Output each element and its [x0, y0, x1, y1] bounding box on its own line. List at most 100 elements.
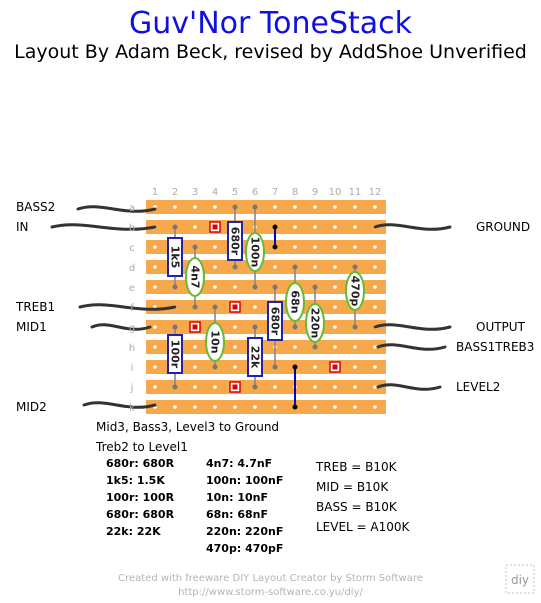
resistor-680r-b-body [267, 301, 283, 341]
capacitor-4n7-body [185, 257, 205, 297]
hole [333, 405, 337, 409]
jumper-wires [272, 224, 298, 410]
hole [213, 265, 217, 269]
strip-i [146, 360, 386, 374]
bom-item: 680r: 680R [106, 508, 175, 521]
row-label: k [129, 403, 135, 414]
hole [333, 225, 337, 229]
resistor-22k: 22k [247, 337, 263, 377]
hole [353, 405, 357, 409]
jumper-g-b-c-end [272, 224, 278, 230]
column-label: 10 [329, 187, 342, 198]
note-grounds: Mid3, Bass3, Level3 to Ground [96, 420, 280, 434]
wire-bass1treb3 [376, 343, 447, 351]
hole [313, 265, 317, 269]
column-label: 3 [192, 187, 198, 198]
column-label: 8 [292, 187, 298, 198]
hole [193, 365, 197, 369]
hole [293, 245, 297, 249]
lead-68n-pad [292, 264, 298, 270]
hole [153, 325, 157, 329]
capacitor-100n: 100n [245, 232, 265, 272]
resistor-22k-body [247, 337, 263, 377]
hole [153, 245, 157, 249]
capacitor-68n: 68n [285, 282, 305, 322]
strip-j [146, 380, 386, 394]
lead-680r-b-pad [272, 364, 278, 370]
label-in: IN [16, 220, 29, 234]
off-board-wires [50, 205, 452, 409]
pot-item: TREB = B10K [316, 460, 397, 474]
bom-item: 68n: 68nF [206, 508, 269, 521]
bom-item: 100r: 100R [106, 491, 175, 504]
capacitor-220n-body [305, 303, 325, 343]
capacitor-68n-label: 68n [289, 290, 302, 313]
hole [153, 365, 157, 369]
hole [233, 285, 237, 289]
page-title: Guv'Nor ToneStack [128, 6, 413, 41]
column-label: 12 [369, 187, 382, 198]
label-mid1: MID1 [16, 320, 47, 334]
column-label: 2 [172, 187, 178, 198]
label-mid2: MID2 [16, 400, 47, 414]
cut-e5j-dot [232, 384, 238, 390]
lead-4n7-pad [192, 304, 198, 310]
wire-output [373, 323, 452, 331]
lead-68n-pad [292, 324, 298, 330]
resistor-22k-label: 22k [249, 346, 262, 369]
bom-item: 470p: 470pF [206, 542, 284, 555]
row-label: b [129, 223, 135, 234]
lead-10n-pad [212, 304, 218, 310]
resistor-100r-body [167, 334, 183, 374]
label-bass2: BASS2 [16, 200, 56, 214]
column-label: 1 [152, 187, 158, 198]
strip-d [146, 260, 386, 274]
hole [273, 405, 277, 409]
bom-item: 10n: 10nF [206, 491, 269, 504]
hole [353, 345, 357, 349]
wire-in [50, 223, 157, 231]
capacitor-100n-body [245, 232, 265, 272]
hole [293, 205, 297, 209]
cut-c3g-dot [192, 324, 198, 330]
hole [153, 265, 157, 269]
jumper-g-b-c-end [272, 244, 278, 250]
lead-220n-pad [312, 284, 318, 290]
column-label: 9 [312, 187, 318, 198]
capacitor-10n-label: 10n [209, 330, 222, 353]
bom-item: 22k: 22K [106, 525, 161, 538]
hole [173, 205, 177, 209]
label-ground: GROUND [476, 220, 531, 234]
resistor-680r-a-label: 680r [229, 227, 242, 256]
hole [333, 265, 337, 269]
capacitor-470p: 470p [345, 271, 365, 311]
lead-10n-pad [212, 364, 218, 370]
label-bass1treb3: BASS1TREB3 [456, 340, 535, 354]
resistor-100r: 100r [167, 334, 183, 374]
hole [313, 245, 317, 249]
hole [213, 205, 217, 209]
footer-url: http://www.storm-software.co.yu/diy/ [178, 587, 363, 598]
hole [233, 345, 237, 349]
hole [293, 225, 297, 229]
hole [153, 285, 157, 289]
bom-item: 680r: 680R [106, 457, 175, 470]
hole [333, 325, 337, 329]
hole [353, 385, 357, 389]
capacitor-10n-body [205, 322, 225, 362]
hole [213, 245, 217, 249]
hole [253, 305, 257, 309]
hole [333, 385, 337, 389]
diy-logo: diy [505, 564, 535, 594]
svg-text:diy: diy [511, 573, 529, 587]
hole [333, 285, 337, 289]
resistor-1k5: 1k5 [167, 237, 183, 277]
label-output: OUTPUT [476, 320, 525, 334]
wire-mid2 [82, 401, 157, 409]
resistor-680r-b-label: 680r [269, 307, 282, 336]
hole [373, 405, 377, 409]
wire-ground [373, 223, 452, 231]
